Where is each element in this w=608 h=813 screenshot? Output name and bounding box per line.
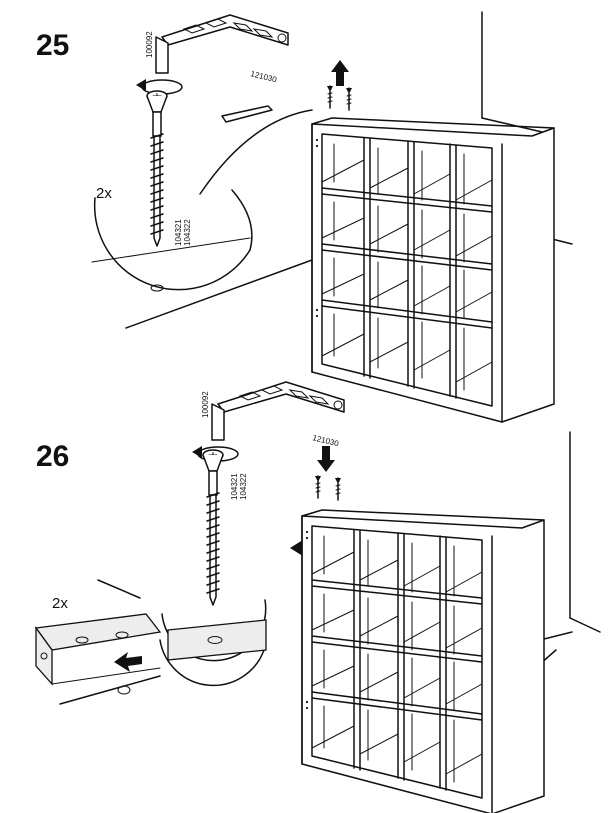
allen-key-code: 100092 xyxy=(201,391,210,418)
allen-key xyxy=(191,381,345,462)
screwdriver-blade xyxy=(221,105,273,123)
screw xyxy=(146,90,168,247)
floor-edge xyxy=(59,675,161,705)
push-arrow-icon xyxy=(114,652,142,672)
quantity-label: 2x xyxy=(96,185,112,202)
step-number: 25 xyxy=(36,29,69,62)
quantity-label: 2x xyxy=(52,595,68,612)
up-arrow-icon xyxy=(331,60,349,86)
zoom-lead-line xyxy=(97,579,141,599)
screw xyxy=(202,449,224,606)
bracket-hole-2 xyxy=(115,631,129,639)
small-screw-1 xyxy=(326,85,334,109)
shelving-unit xyxy=(301,509,545,813)
wall-bottom-line xyxy=(569,617,601,633)
floor-edge-line xyxy=(125,259,313,329)
screw-code-1: 104321 xyxy=(230,473,239,500)
screw-code-2: 104322 xyxy=(183,219,192,246)
small-screw-2 xyxy=(345,87,353,111)
small-screw-2 xyxy=(334,477,342,501)
down-arrow-icon xyxy=(317,446,335,472)
floor-line xyxy=(539,631,573,641)
bracket-side-hole xyxy=(40,652,48,660)
small-screw-1 xyxy=(314,475,322,499)
bracket-hole-right xyxy=(207,636,223,644)
zoom-circle xyxy=(93,197,251,291)
zoom-pointer-line xyxy=(199,109,313,195)
screw-code-2: 104322 xyxy=(239,473,248,500)
bracket-top xyxy=(34,613,162,651)
bracket-bottom-edge xyxy=(51,667,161,685)
allen-key-code: 100092 xyxy=(145,31,154,58)
bracket-plate-right xyxy=(167,619,267,661)
step-25: 25 100092 121030 104321 104322 2x xyxy=(36,11,573,423)
step-number: 26 xyxy=(36,440,69,473)
zoom-circle-arc xyxy=(231,189,253,251)
tool-code: 121030 xyxy=(250,69,279,84)
shelving-unit xyxy=(311,117,555,423)
wall-top-line xyxy=(481,117,543,133)
step-26: 26 100092 121030 104321 104322 xyxy=(34,381,601,813)
allen-key xyxy=(135,14,289,95)
bracket-hole-1 xyxy=(75,636,89,644)
screw-code-1: 104321 xyxy=(174,219,183,246)
zoom-floor-line xyxy=(91,237,251,263)
zoom-circle-bottom xyxy=(159,639,265,687)
